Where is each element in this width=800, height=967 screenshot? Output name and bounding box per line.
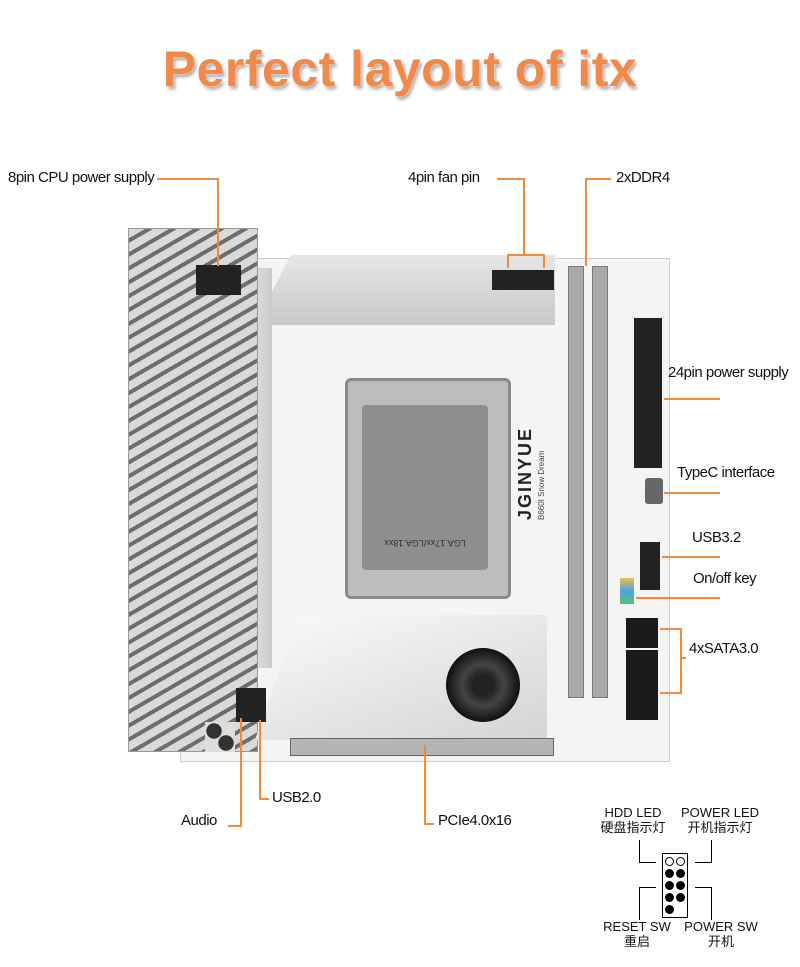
label-ddr4: 2xDDR4	[616, 169, 670, 186]
usb32-header	[640, 542, 660, 590]
vrm-heatsink-top	[255, 255, 555, 325]
label-typec: TypeC interface	[677, 464, 775, 481]
chipset-fan	[446, 648, 520, 722]
ram-slot-1	[568, 266, 584, 698]
pcie-slot	[290, 738, 554, 756]
label-cpu-power: 8pin CPU power supply	[8, 169, 155, 186]
reset-sw-cn-label: 重启	[623, 934, 650, 949]
socket-label: LGA.17xx/LGA.18xx	[384, 538, 466, 548]
fan-header	[492, 270, 554, 290]
brand-name: JGINYUE	[515, 426, 535, 520]
typec-header	[645, 478, 663, 504]
label-pcie: PCIe4.0x16	[438, 812, 512, 829]
sata-port	[626, 618, 658, 648]
label-usb20: USB2.0	[272, 789, 321, 806]
label-sata: 4xSATA3.0	[689, 640, 759, 657]
reset-sw-label: RESET SW	[603, 919, 671, 934]
atx-24pin-connector	[634, 318, 662, 468]
label-24pin-power: 24pin power supply	[668, 364, 789, 381]
ram-slot-2	[592, 266, 608, 698]
front-panel-header	[620, 578, 634, 604]
model-name: B660I Snow Dream	[537, 450, 546, 520]
pin-header	[662, 853, 688, 918]
power-led-label: POWER LED	[680, 805, 759, 820]
power-sw-label: POWER SW	[684, 919, 758, 934]
hdd-led-cn-label: 硬盘指示灯	[600, 820, 666, 835]
label-usb32: USB3.2	[692, 529, 741, 546]
socket-cover: LGA.17xx/LGA.18xx	[362, 405, 488, 570]
cpu-power-connector	[196, 265, 241, 295]
label-audio: Audio	[181, 812, 217, 829]
label-fan-pin: 4pin fan pin	[408, 169, 480, 186]
label-onoff-key: On/off key	[693, 570, 757, 587]
power-sw-cn-label: 开机	[707, 934, 734, 949]
page-title: Perfect layout of itx	[162, 41, 638, 97]
sata-port	[626, 690, 658, 720]
hdd-led-label: HDD LED	[604, 805, 662, 820]
usb20-header	[236, 688, 266, 722]
audio-jacks	[205, 722, 235, 752]
power-led-cn-label: 开机指示灯	[687, 820, 753, 835]
io-shield-heatsink	[128, 228, 258, 752]
